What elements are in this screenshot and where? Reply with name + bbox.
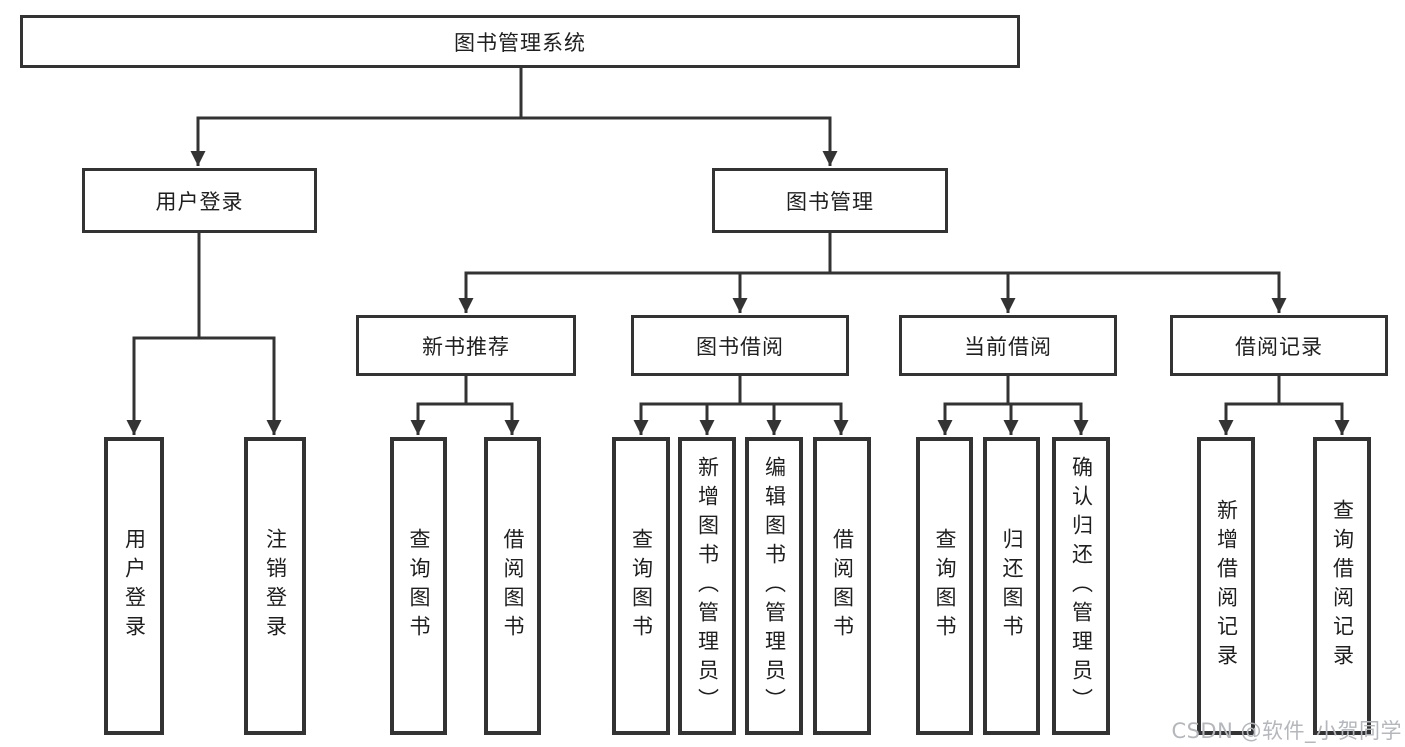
node-book-management-label: 图书管理 <box>786 189 874 214</box>
leaf-query-books-2-label: 查询图书 <box>629 528 654 644</box>
node-root-label: 图书管理系统 <box>454 30 586 55</box>
leaf-query-books-3-label: 查询图书 <box>933 528 957 644</box>
leaf-add-borrow-record-label: 新增借阅记录 <box>1214 499 1239 673</box>
leaf-return-book-label: 归还图书 <box>1000 528 1024 644</box>
node-book-borrow: 图书借阅 <box>631 315 849 376</box>
leaf-query-books-1: 查询图书 <box>390 437 447 735</box>
node-borrow-records-label: 借阅记录 <box>1235 334 1323 359</box>
leaf-query-books-2: 查询图书 <box>612 437 670 735</box>
leaf-logout: 注销登录 <box>244 437 306 735</box>
node-borrow-records: 借阅记录 <box>1170 315 1388 376</box>
node-root: 图书管理系统 <box>20 15 1020 68</box>
leaf-edit-book-admin-label: 编辑图书（管理员） <box>762 455 787 717</box>
leaf-add-book-admin: 新增图书（管理员） <box>678 437 736 735</box>
leaf-edit-book-admin: 编辑图书（管理员） <box>745 437 803 735</box>
leaf-query-books-3: 查询图书 <box>916 437 973 735</box>
node-new-book-recommend-label: 新书推荐 <box>422 334 510 359</box>
leaf-confirm-return-admin: 确认归还（管理员） <box>1052 437 1110 735</box>
watermark: CSDN @软件_小贺同学 <box>1171 719 1402 743</box>
leaf-borrow-books-2-label: 借阅图书 <box>830 528 855 644</box>
leaf-borrow-books-1: 借阅图书 <box>484 437 541 735</box>
leaf-query-borrow-record-label: 查询借阅记录 <box>1330 499 1355 673</box>
leaf-query-borrow-record: 查询借阅记录 <box>1313 437 1371 735</box>
leaf-confirm-return-admin-label: 确认归还（管理员） <box>1069 455 1094 717</box>
node-user-login: 用户登录 <box>82 168 317 233</box>
leaf-user-login: 用户登录 <box>104 437 164 735</box>
leaf-add-borrow-record: 新增借阅记录 <box>1197 437 1255 735</box>
leaf-borrow-books-2: 借阅图书 <box>813 437 871 735</box>
leaf-query-books-1-label: 查询图书 <box>407 528 431 644</box>
node-new-book-recommend: 新书推荐 <box>356 315 576 376</box>
leaf-add-book-admin-label: 新增图书（管理员） <box>695 455 720 717</box>
leaf-logout-label: 注销登录 <box>263 528 288 644</box>
node-current-borrow-label: 当前借阅 <box>964 334 1052 359</box>
node-book-management: 图书管理 <box>712 168 948 233</box>
leaf-borrow-books-1-label: 借阅图书 <box>501 528 525 644</box>
leaf-user-login-label: 用户登录 <box>122 528 147 644</box>
node-current-borrow: 当前借阅 <box>899 315 1117 376</box>
node-book-borrow-label: 图书借阅 <box>696 334 784 359</box>
node-user-login-label: 用户登录 <box>155 189 244 214</box>
leaf-return-book: 归还图书 <box>983 437 1040 735</box>
